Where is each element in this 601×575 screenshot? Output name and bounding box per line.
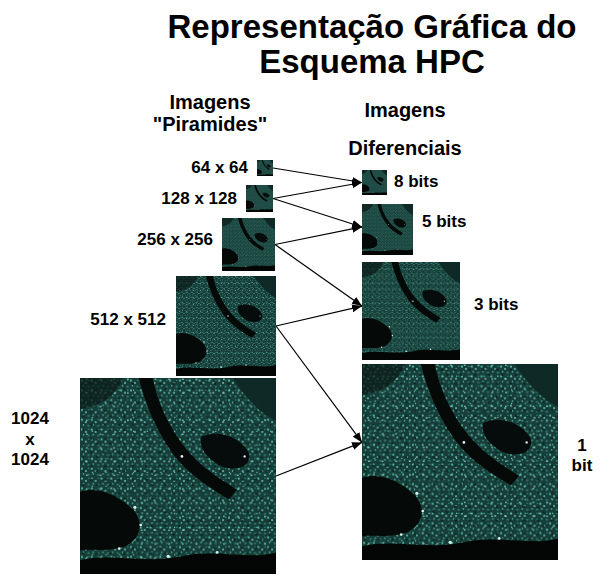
differential-image: 1 bit	[362, 364, 558, 560]
satellite-image	[176, 276, 276, 376]
satellite-image	[362, 262, 460, 360]
pyramid-image: 128 x 128	[246, 185, 273, 212]
satellite-image	[80, 378, 276, 574]
connector-arrow	[276, 306, 362, 326]
pyramid-image: 1024 x 1024	[80, 378, 276, 574]
bits-label: 3 bits	[474, 295, 518, 315]
resolution-label: 512 x 512	[90, 310, 166, 330]
differential-image: 5 bits	[362, 204, 413, 255]
resolution-label: 64 x 64	[191, 158, 248, 178]
differential-image: 3 bits	[362, 262, 460, 360]
resolution-label: 256 x 256	[137, 230, 213, 250]
pyramid-image: 512 x 512	[176, 276, 276, 376]
connector-arrow	[276, 442, 362, 476]
pyramid-image: 64 x 64	[257, 160, 273, 176]
satellite-image	[246, 185, 273, 212]
satellite-image	[222, 218, 275, 271]
satellite-image	[176, 276, 276, 376]
connector-arrow	[273, 183, 362, 199]
satellite-image	[362, 364, 558, 560]
connector-arrow	[273, 168, 362, 183]
pyramid-image: 256 x 256	[222, 218, 275, 271]
satellite-image	[222, 218, 275, 271]
differential-image: 8 bits	[362, 170, 387, 195]
satellite-image	[246, 185, 273, 212]
satellite-image	[362, 170, 387, 195]
connector-arrow	[276, 326, 362, 442]
resolution-label: 128 x 128	[161, 189, 237, 209]
title: Representação Gráfica do Esquema HPC	[150, 10, 594, 80]
column-header: Imagens "Piramides"	[145, 91, 275, 135]
satellite-image	[80, 378, 276, 574]
satellite-image	[257, 160, 273, 176]
connector-arrow	[275, 227, 362, 245]
bits-label: 5 bits	[422, 212, 466, 232]
satellite-image	[362, 364, 558, 560]
bits-label: 8 bits	[394, 172, 438, 192]
satellite-image	[257, 160, 273, 176]
satellite-image	[362, 170, 387, 195]
satellite-image	[362, 204, 413, 255]
connector-arrow	[273, 199, 362, 227]
resolution-label: 1024 x 1024	[8, 409, 52, 470]
connector-arrow	[275, 245, 362, 307]
satellite-image	[362, 204, 413, 255]
bits-label: 1 bit	[566, 436, 598, 477]
column-header: Imagens Diferenciais	[340, 91, 470, 167]
satellite-image	[362, 262, 460, 360]
